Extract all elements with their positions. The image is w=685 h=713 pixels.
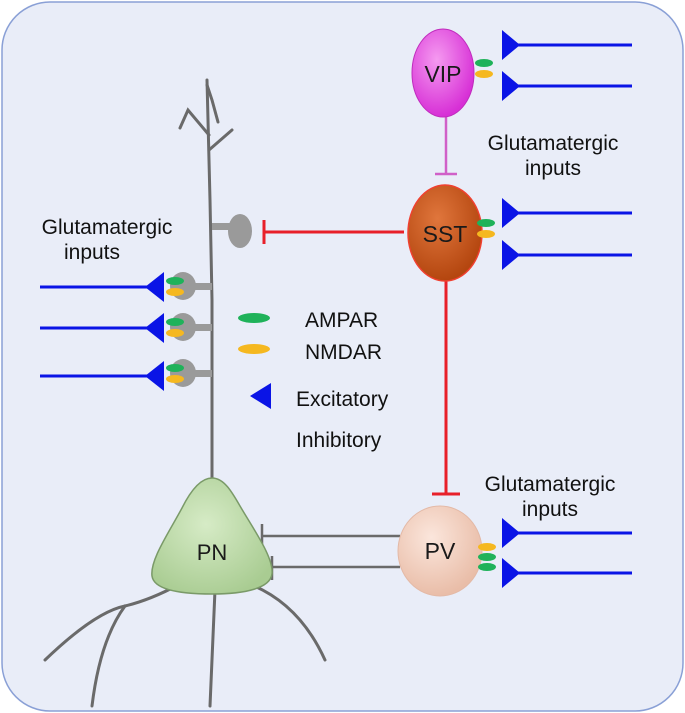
vip-label: VIP — [424, 61, 462, 87]
glutamatergic-label-pv: Glutamatergic inputs — [484, 473, 616, 521]
sst-label: SST — [422, 221, 468, 247]
pn-label: PN — [196, 540, 228, 565]
legend-inhibitory-label: Inhibitory — [296, 429, 382, 452]
pn-soma — [151, 477, 273, 595]
legend-ampar-label: AMPAR — [305, 309, 379, 332]
legend-ampar-symbol — [238, 313, 270, 323]
interneuron-receptors — [475, 59, 496, 571]
vip-cell — [411, 28, 475, 118]
sst-to-pv-inhibition — [432, 280, 460, 496]
left-excitatory-inputs — [40, 272, 164, 391]
right-excitatory-inputs — [502, 30, 632, 588]
legend-excitatory-symbol — [250, 383, 271, 409]
pn-dendrite-tree — [43, 78, 327, 708]
legend-nmdar-symbol — [238, 344, 270, 354]
pn-receptors — [166, 277, 184, 383]
legend-excitatory-label: Excitatory — [296, 388, 389, 411]
sst-to-pn-inhibition — [262, 220, 404, 244]
glutamatergic-label-left: Glutamatergic inputs — [41, 216, 173, 264]
vip-to-sst-inhibition — [435, 112, 457, 176]
legend-symbols — [238, 313, 271, 409]
legend-nmdar-label: NMDAR — [305, 341, 382, 364]
pv-label: PV — [424, 538, 456, 564]
pv-cell — [397, 505, 483, 597]
glutamatergic-label-vip: Glutamatergic inputs — [487, 132, 619, 180]
